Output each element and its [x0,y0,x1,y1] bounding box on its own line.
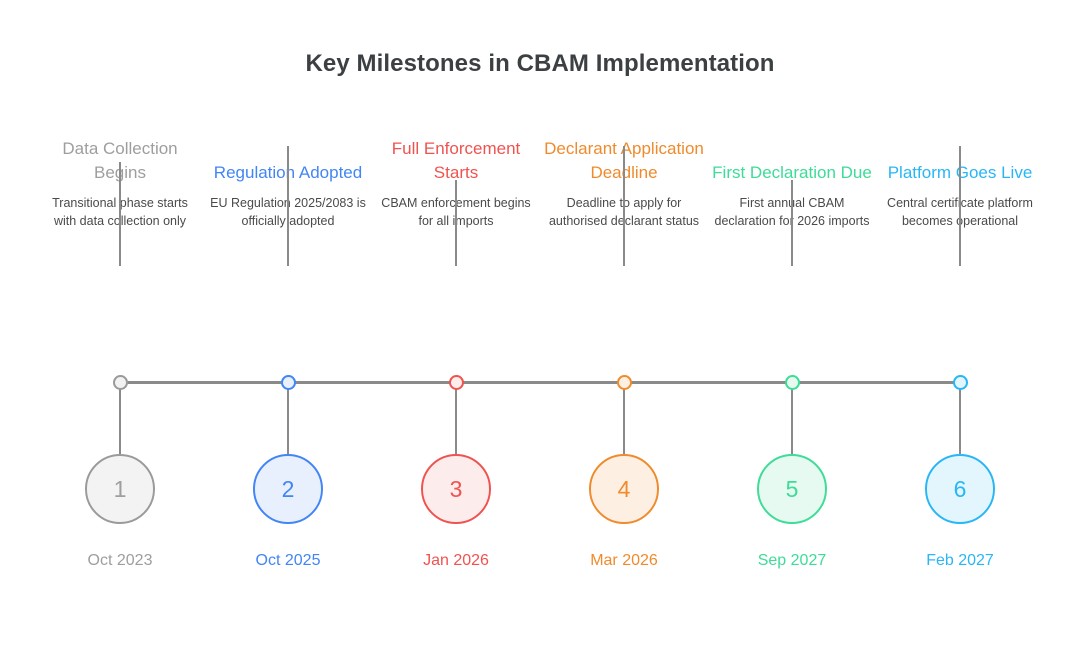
milestone-connector-up-3 [455,180,457,266]
milestone-circle-4[interactable]: 4 [589,454,659,524]
milestone-axis-dot-5[interactable] [785,375,800,390]
milestone-connector-down-6 [959,384,961,454]
milestone-circle-5[interactable]: 5 [757,454,827,524]
milestone-date-5: Sep 2027 [757,552,827,569]
milestone-circle-6[interactable]: 6 [925,454,995,524]
milestone-column-2[interactable]: Regulation Adopted EU Regulation 2025/20… [204,0,372,649]
page-title: Key Milestones in CBAM Implementation [305,50,775,77]
milestone-column-4[interactable]: Declarant Application Deadline Deadline … [540,0,708,649]
milestone-column-3[interactable]: Full Enforcement Starts CBAM enforcement… [372,0,540,649]
milestone-connector-down-3 [455,384,457,454]
milestone-circle-1[interactable]: 1 [85,454,155,524]
milestone-connector-up-6 [959,146,961,266]
milestone-connector-up-2 [287,146,289,266]
milestone-heading-5: First Declaration Due [712,163,872,182]
milestone-date-4: Mar 2026 [590,552,658,569]
milestone-circle-2[interactable]: 2 [253,454,323,524]
milestone-axis-dot-6[interactable] [953,375,968,390]
milestone-axis-dot-4[interactable] [617,375,632,390]
milestone-connector-down-2 [287,384,289,454]
milestone-date-2: Oct 2025 [255,552,321,569]
milestone-date-6: Feb 2027 [926,552,994,569]
timeline-axis [120,381,960,384]
milestone-connector-down-4 [623,384,625,454]
milestone-column-5[interactable]: First Declaration Due First annual CBAM … [708,0,876,649]
milestone-connector-down-1 [119,384,121,454]
milestone-axis-dot-3[interactable] [449,375,464,390]
milestone-column-1[interactable]: Data Collection Begins Transitional phas… [36,0,204,649]
milestone-heading-3: Full Enforcement Starts [391,139,521,182]
milestone-connector-up-4 [623,146,625,266]
milestone-date-1: Oct 2023 [87,552,153,569]
milestone-column-6[interactable]: Platform Goes Live Central certificate p… [876,0,1044,649]
milestone-connector-up-5 [791,180,793,266]
milestone-axis-dot-2[interactable] [281,375,296,390]
milestone-connector-down-5 [791,384,793,454]
milestone-date-3: Jan 2026 [423,552,489,569]
milestone-circle-3[interactable]: 3 [421,454,491,524]
milestone-axis-dot-1[interactable] [113,375,128,390]
milestone-connector-up-1 [119,162,121,266]
